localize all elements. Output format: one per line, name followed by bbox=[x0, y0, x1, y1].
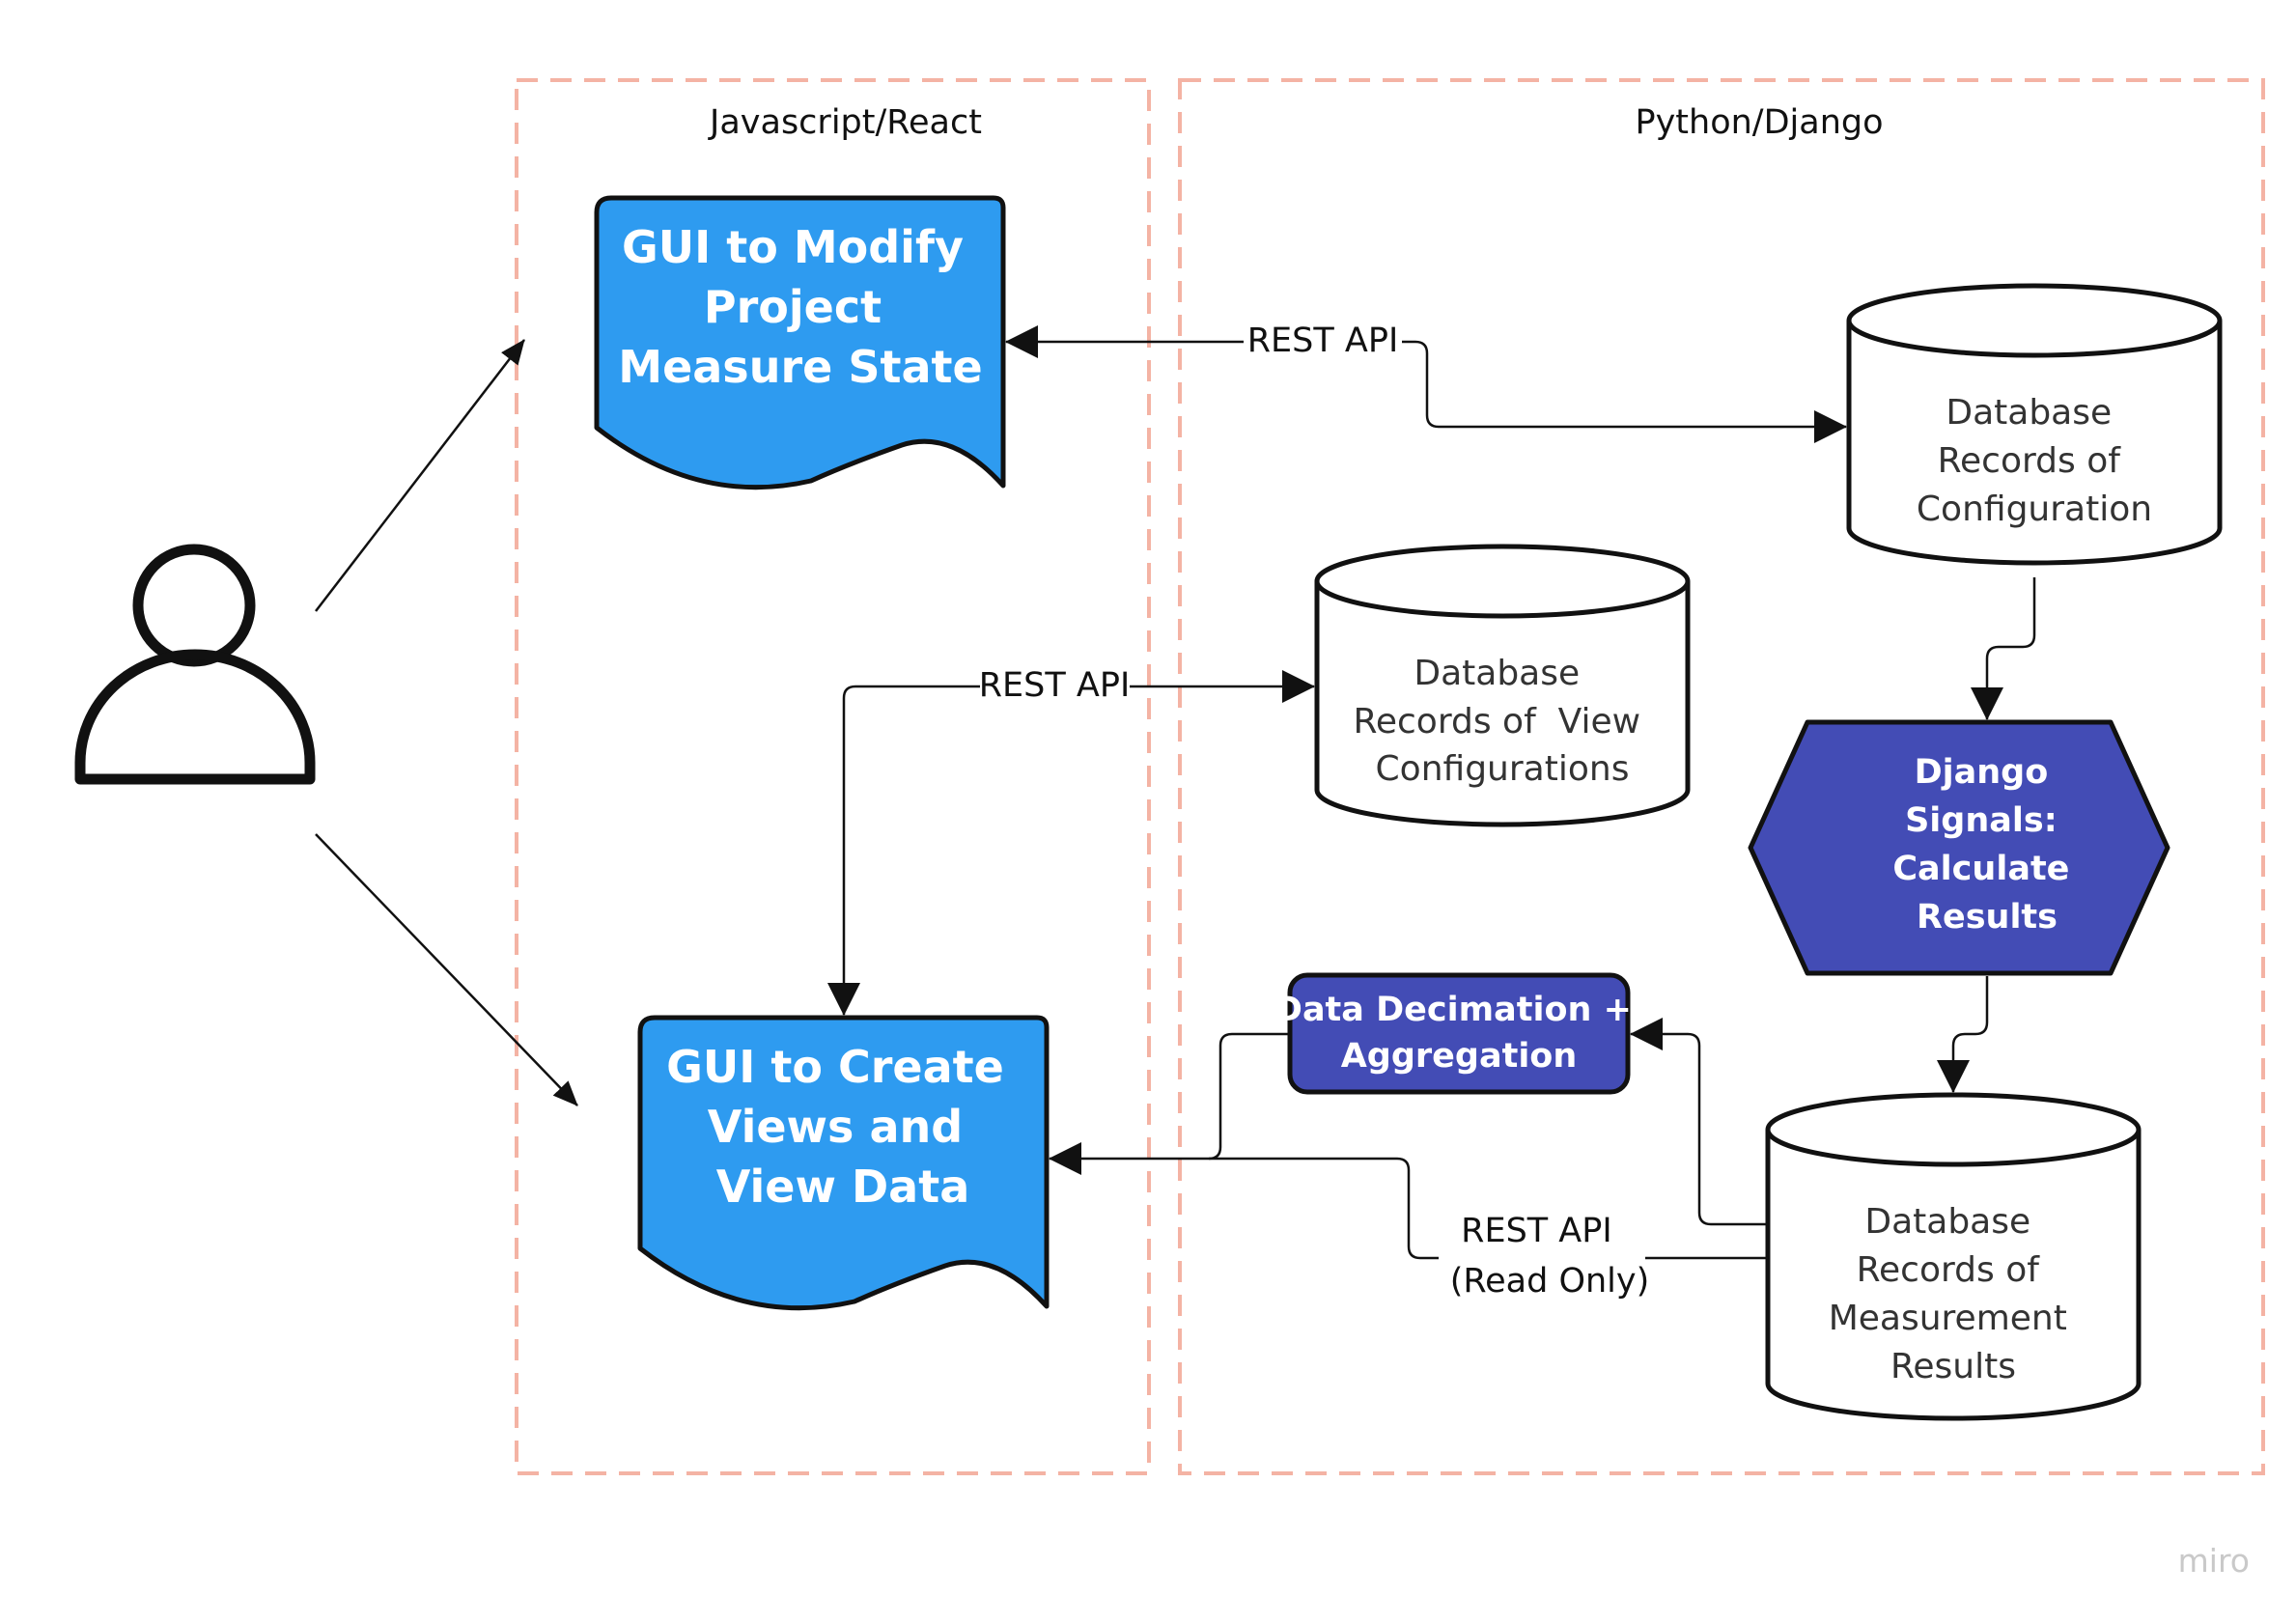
decimation-line-1: Data Decimation + bbox=[1274, 991, 1632, 1029]
db-configuration-line-3: Configuration bbox=[1917, 490, 2152, 529]
svg-text:REST API (Read Only): REST API (Read Only) bbox=[1450, 1212, 1650, 1301]
db-view-configurations-line-3: Configurations bbox=[1376, 749, 1630, 789]
gui-views-node: GUI to Create Views and View Data bbox=[637, 1015, 1050, 1311]
rest-api-middle-label: REST API bbox=[979, 666, 1131, 705]
db-view-configurations-node: Database Records of View Configurations bbox=[1314, 544, 1691, 827]
django-signals-line-4: Results bbox=[1917, 898, 2058, 937]
backend-group-frame bbox=[1178, 78, 2265, 1475]
gui-modify-line-2: Project bbox=[704, 281, 882, 333]
db-configuration-line-1: Database bbox=[1946, 393, 2112, 433]
svg-text:Database Records of Vie: Database Records of View Configurations bbox=[1353, 654, 1651, 789]
svg-text:Database Records of: Database Records of Configuration bbox=[1917, 393, 2152, 529]
db-measurement-line-1: Database bbox=[1864, 1202, 2030, 1242]
gui-views-line-1: GUI to Create bbox=[666, 1041, 1004, 1093]
user-icon bbox=[74, 544, 316, 785]
db-measurement-node: Database Records of Measurement Results bbox=[1765, 1092, 2142, 1421]
rest-api-top-right-connector bbox=[1402, 340, 1847, 443]
django-signals-line-1: Django bbox=[1915, 753, 2049, 792]
miro-watermark: miro bbox=[2178, 1542, 2250, 1580]
user-to-gui-views-arrow bbox=[315, 833, 578, 1106]
svg-text:GUI to Create Views and: GUI to Create Views and View Data bbox=[666, 1041, 1020, 1213]
decimation-line-2: Aggregation bbox=[1341, 1037, 1578, 1076]
read-only-left-connector bbox=[1209, 1157, 1439, 1260]
gui-views-line-3: View Data bbox=[716, 1161, 970, 1213]
gui-views-line-2: Views and bbox=[708, 1101, 963, 1153]
measurement-to-decimation-connector bbox=[1630, 1018, 1768, 1226]
rest-api-read-only-line-1: REST API bbox=[1461, 1212, 1612, 1250]
svg-text:Data Decimation + Aggreg: Data Decimation + Aggregation bbox=[1274, 991, 1643, 1076]
db-view-configurations-line-1: Database bbox=[1414, 654, 1580, 693]
db-configuration-line-2: Records of bbox=[1938, 441, 2122, 481]
db-configuration-node: Database Records of Configuration bbox=[1846, 283, 2223, 566]
svg-text:Database Records of: Database Records of Measurement Results bbox=[1829, 1202, 2079, 1386]
db-measurement-line-2: Records of bbox=[1857, 1250, 2041, 1290]
django-signals-node: Django Signals: Calculate Results bbox=[1748, 719, 2170, 976]
svg-text:Django Signals: Ca: Django Signals: Calculate Results bbox=[1892, 753, 2081, 937]
frontend-group-frame bbox=[515, 78, 1151, 1475]
config-to-signals-connector bbox=[1971, 577, 2036, 720]
gui-modify-line-3: Measure State bbox=[618, 341, 982, 393]
django-signals-line-3: Calculate bbox=[1892, 850, 2069, 888]
gui-modify-node: GUI to Modify Project Measure State bbox=[594, 195, 1006, 490]
db-view-configurations-line-2: Records of View bbox=[1353, 702, 1640, 742]
gui-modify-line-1: GUI to Modify bbox=[622, 221, 964, 273]
django-signals-line-2: Signals: bbox=[1905, 801, 2058, 840]
user-to-gui-modify-arrow bbox=[315, 339, 525, 612]
decimation-node: Data Decimation + Aggregation bbox=[1274, 972, 1643, 1095]
db-measurement-line-4: Results bbox=[1890, 1347, 2016, 1386]
rest-api-read-only-line-2: (Read Only) bbox=[1450, 1262, 1650, 1301]
rest-api-middle-left-connector bbox=[827, 685, 980, 1016]
db-measurement-line-3: Measurement bbox=[1829, 1299, 2067, 1338]
frontend-group-title: Javascript/React bbox=[708, 103, 982, 142]
decimation-to-gui-views-connector bbox=[1049, 1032, 1290, 1175]
backend-group-title: Python/Django bbox=[1635, 103, 1883, 142]
svg-text:GUI to Modify Project: GUI to Modify Project Measure State bbox=[618, 221, 982, 393]
rest-api-top-label: REST API bbox=[1247, 322, 1399, 360]
signals-to-measurement-connector bbox=[1937, 976, 1989, 1093]
